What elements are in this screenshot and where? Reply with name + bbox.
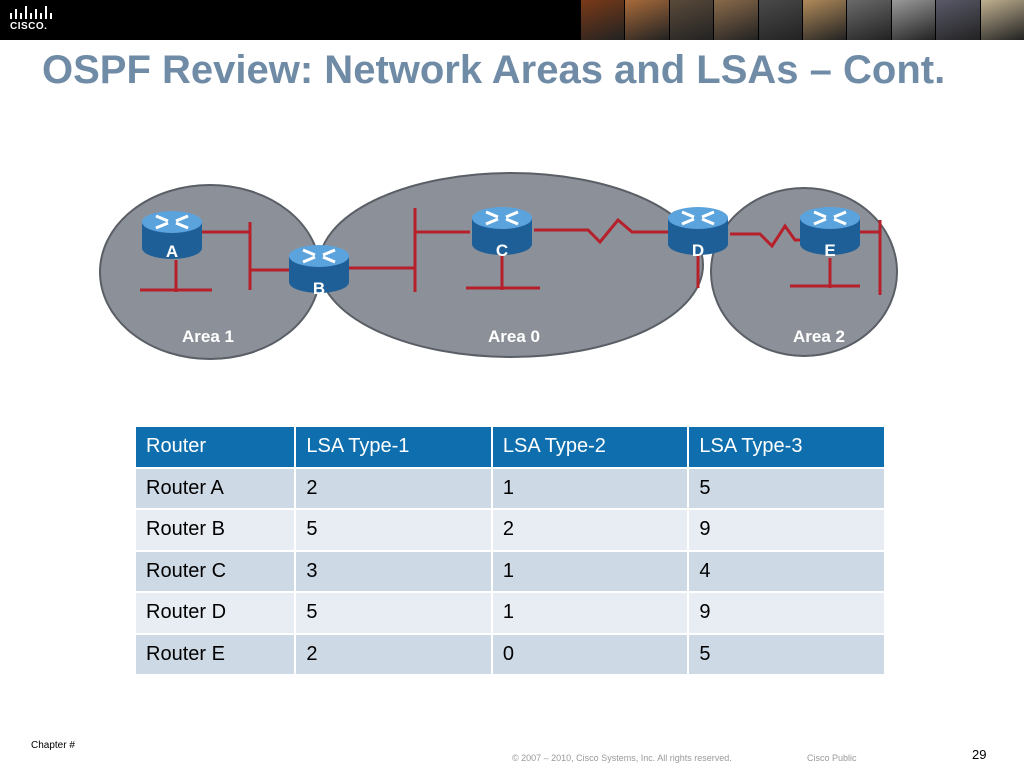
copyright-notice: © 2007 – 2010, Cisco Systems, Inc. All r… bbox=[512, 753, 732, 763]
table-cell: Router B bbox=[133, 508, 297, 552]
header-photo bbox=[668, 0, 714, 40]
header-photo bbox=[757, 0, 802, 40]
table-cell: 5 bbox=[687, 466, 886, 510]
slide-title: OSPF Review: Network Areas and LSAs – Co… bbox=[42, 48, 946, 92]
table-cell: 2 bbox=[490, 508, 690, 552]
header-photo bbox=[890, 0, 936, 40]
header-photo bbox=[624, 0, 669, 40]
cisco-logo bbox=[6, 4, 66, 36]
router-e-label: E bbox=[824, 241, 835, 260]
header-photo bbox=[935, 0, 980, 40]
area-2-label: Area 2 bbox=[793, 327, 845, 346]
table-header-cell: LSA Type-1 bbox=[294, 425, 493, 469]
page-number: 29 bbox=[972, 747, 987, 762]
cisco-bridge-icon bbox=[10, 6, 52, 19]
table-cell: 0 bbox=[490, 632, 690, 676]
table-row: Router A 2 1 5 bbox=[133, 466, 886, 510]
table-cell: 1 bbox=[490, 466, 690, 510]
table-cell: 1 bbox=[490, 591, 690, 635]
table-cell: Router E bbox=[133, 632, 297, 676]
table-cell: Router A bbox=[133, 466, 297, 510]
table-cell: 5 bbox=[294, 508, 493, 552]
header-banner: CISCO. bbox=[0, 0, 1024, 40]
header-photo bbox=[580, 0, 625, 40]
header-photo bbox=[846, 0, 891, 40]
table-row: Router B 5 2 9 bbox=[133, 508, 886, 552]
table-cell: 3 bbox=[294, 549, 493, 593]
classification-label: Cisco Public bbox=[807, 753, 857, 763]
header-photo bbox=[713, 0, 758, 40]
router-a-icon bbox=[142, 211, 202, 259]
table-cell: Router C bbox=[133, 549, 297, 593]
table-cell: 9 bbox=[687, 591, 886, 635]
table-cell: Router D bbox=[133, 591, 297, 635]
table-cell: 5 bbox=[294, 591, 493, 635]
table-cell: 2 bbox=[294, 632, 493, 676]
table-row: Router C 3 1 4 bbox=[133, 549, 886, 593]
header-photo bbox=[801, 0, 847, 40]
table-cell: 2 bbox=[294, 466, 493, 510]
table-cell: 1 bbox=[490, 549, 690, 593]
router-c-label: C bbox=[496, 241, 508, 260]
table-row: Router D 5 1 9 bbox=[133, 591, 886, 635]
table-header-cell: LSA Type-2 bbox=[490, 425, 690, 469]
router-d-label: D bbox=[692, 241, 704, 260]
area-1-label: Area 1 bbox=[182, 327, 234, 346]
ospf-network-diagram: A B C D E Area 1 Area 0 Area 2 bbox=[99, 172, 898, 360]
lsa-table: Router LSA Type-1 LSA Type-2 LSA Type-3 … bbox=[133, 425, 886, 676]
table-cell: 4 bbox=[687, 549, 886, 593]
cisco-wordmark: CISCO. bbox=[10, 21, 48, 32]
table-cell: 9 bbox=[687, 508, 886, 552]
table-header-cell: LSA Type-3 bbox=[687, 425, 886, 469]
router-b-icon bbox=[289, 245, 349, 293]
chapter-label: Chapter # bbox=[31, 740, 75, 751]
table-row: Router E 2 0 5 bbox=[133, 632, 886, 676]
table-header-row: Router LSA Type-1 LSA Type-2 LSA Type-3 bbox=[133, 425, 886, 469]
table-header-cell: Router bbox=[133, 425, 297, 469]
router-b-label: B bbox=[313, 279, 325, 298]
network-links bbox=[140, 208, 882, 295]
router-c-icon bbox=[472, 207, 532, 255]
router-a-label: A bbox=[166, 242, 178, 261]
router-e-icon bbox=[800, 207, 860, 255]
table-cell: 5 bbox=[687, 632, 886, 676]
header-photo-strip bbox=[580, 0, 1024, 40]
area-0-label: Area 0 bbox=[488, 327, 540, 346]
router-d-icon bbox=[668, 207, 728, 255]
header-photo bbox=[979, 0, 1024, 40]
